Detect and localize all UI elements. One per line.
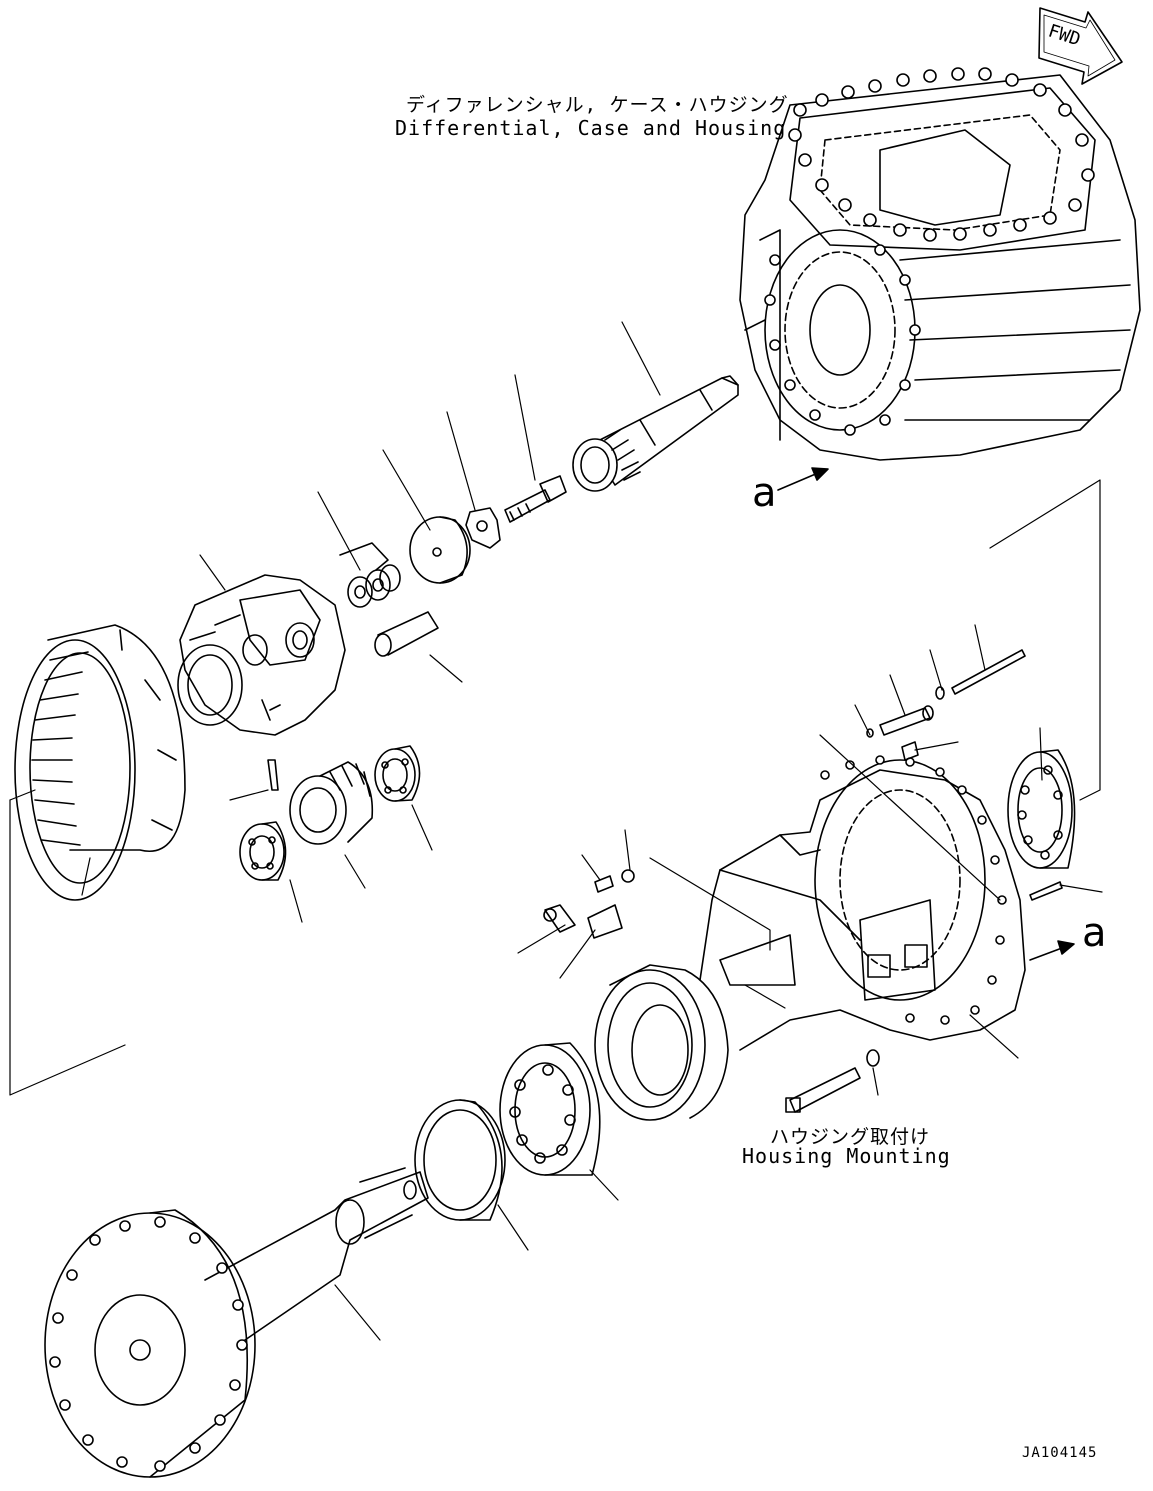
reference-arrow-a-top — [778, 468, 828, 490]
differential-label-jp: ディファレンシャル, ケース・ハウジング — [406, 94, 789, 116]
pinion-shaft-pin — [375, 612, 438, 656]
housing-mounting-label-en: Housing Mounting — [742, 1144, 951, 1168]
seal-ring — [415, 1100, 505, 1220]
bolt — [505, 476, 566, 522]
reference-arrow-a-right — [1030, 941, 1074, 960]
pinion-gear — [290, 762, 372, 844]
shims — [340, 543, 400, 607]
spring-pin — [268, 760, 278, 790]
axle-housing — [595, 756, 1025, 1120]
lock-plate — [466, 508, 500, 548]
bearing-large-right — [1008, 750, 1075, 868]
washer-plate — [410, 517, 470, 583]
drawing-code: JA104145 — [1022, 1445, 1098, 1461]
axle-shaft-inner — [573, 376, 738, 491]
differential-case — [178, 575, 345, 735]
ring-gear — [15, 625, 185, 900]
reference-label-a-top: a — [752, 470, 777, 516]
bearing-small-left — [240, 822, 286, 880]
bearing-small-right — [375, 746, 420, 801]
bearing-large-lower — [500, 1043, 600, 1175]
axle-shaft-flange — [45, 1168, 428, 1477]
differential-label-en: Differential, Case and Housing — [395, 116, 787, 140]
leader-lines — [10, 322, 1102, 1340]
housing-mounting-label-jp: ハウジング取付け — [770, 1126, 931, 1148]
differential-housing — [740, 68, 1140, 460]
fwd-arrow-icon — [1039, 8, 1122, 84]
reference-label-a-right: a — [1082, 910, 1107, 956]
housing-hardware — [544, 650, 1062, 1112]
